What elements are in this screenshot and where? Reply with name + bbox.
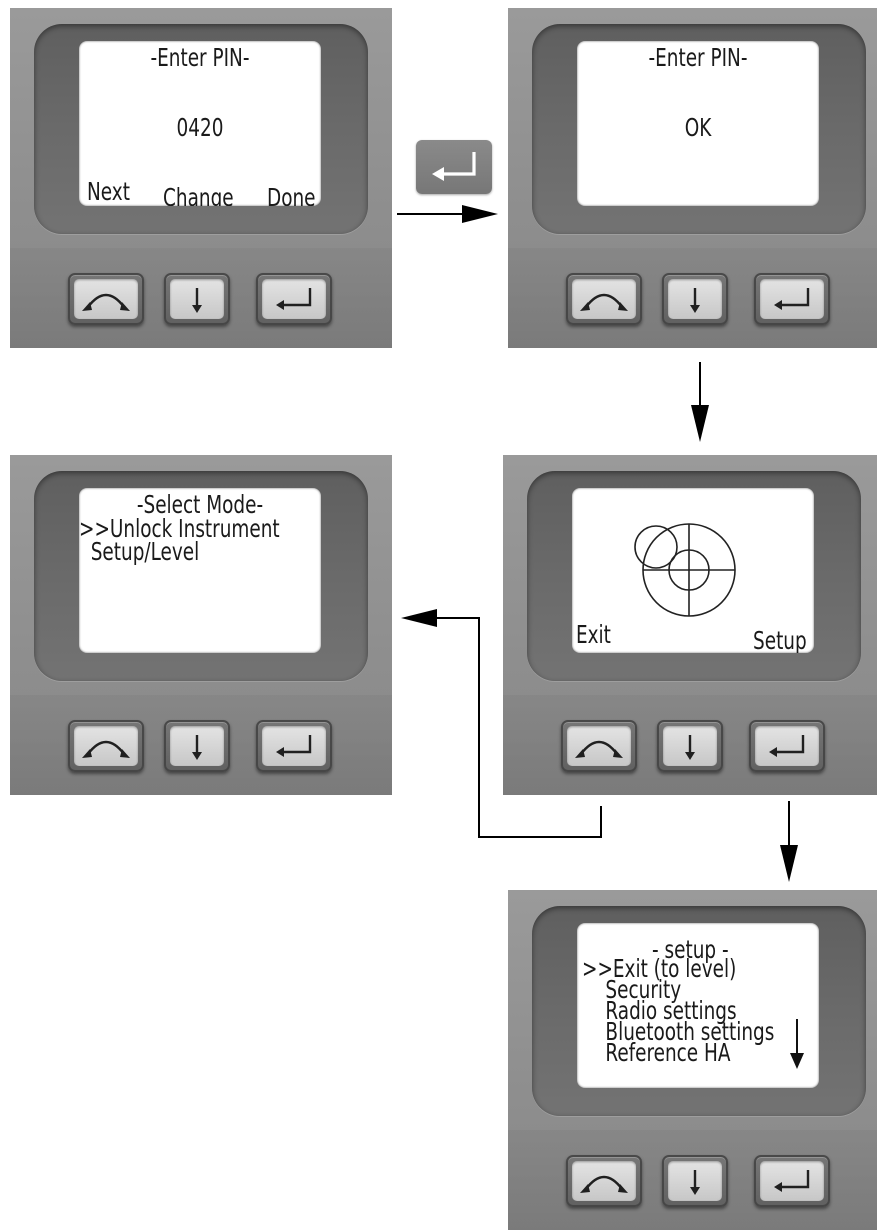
enter-arrow-icon: [774, 1170, 810, 1192]
device-panel-pin-ok: -Enter PIN- OK: [508, 8, 877, 348]
curved-arrow-button[interactable]: [566, 273, 642, 325]
device-panel-setup: - setup - >>Exit (to level) Security Rad…: [508, 890, 877, 1230]
display-screen: Exit Setup: [572, 488, 814, 653]
display-screen: - setup - >>Exit (to level) Security Rad…: [577, 923, 819, 1088]
enter-arrow-icon: [769, 735, 805, 757]
status-text: OK: [684, 113, 712, 142]
menu-item-bluetooth-settings[interactable]: Bluetooth settings: [582, 1017, 775, 1046]
softkey-label-change: Change: [163, 183, 234, 206]
device-panel-level: Exit Setup: [503, 455, 877, 795]
curved-arrow-icon: [580, 1175, 628, 1193]
menu-item-security[interactable]: Security: [582, 975, 682, 1004]
screen-title: -Select Mode-: [136, 490, 264, 519]
display-screen: -Enter PIN- 0420 Next Change Done: [79, 41, 321, 206]
curved-arrow-button[interactable]: [566, 1155, 642, 1207]
menu-item-radio-settings[interactable]: Radio settings: [582, 996, 737, 1025]
enter-arrow-button[interactable]: [749, 720, 825, 772]
down-arrow-button[interactable]: [662, 273, 728, 325]
down-arrow-button[interactable]: [657, 720, 723, 772]
enter-arrow-icon: [774, 288, 810, 310]
down-arrow-button[interactable]: [662, 1155, 728, 1207]
curved-arrow-icon: [580, 293, 628, 311]
down-arrow-icon: [690, 1170, 700, 1195]
device-panel-pin-entry: -Enter PIN- 0420 Next Change Done: [10, 8, 392, 348]
device-panel-select-mode: -Select Mode- >>Unlock Instrument Setup/…: [10, 455, 392, 795]
display-screen: -Select Mode- >>Unlock Instrument Setup/…: [79, 488, 321, 653]
softkey-label-done: Done: [267, 183, 316, 206]
curved-arrow-button[interactable]: [68, 273, 144, 325]
softkey-label-exit: Exit: [576, 620, 611, 649]
arrow-pin-to-ok: [397, 205, 498, 223]
down-arrow-button[interactable]: [164, 273, 230, 325]
display-screen: -Enter PIN- OK: [577, 41, 819, 206]
curved-arrow-icon: [82, 293, 130, 311]
enter-arrow-icon: [276, 288, 312, 310]
menu-item-setup-level[interactable]: Setup/Level: [79, 537, 200, 566]
enter-arrow-button[interactable]: [256, 720, 332, 772]
down-arrow-button[interactable]: [164, 720, 230, 772]
arrow-level-to-setup: [780, 801, 798, 882]
level-bubble-icon: [634, 523, 736, 617]
down-arrow-icon: [690, 288, 700, 313]
screen-title: -Enter PIN-: [648, 43, 748, 72]
softkey-label-setup: Setup: [753, 626, 807, 653]
scroll-down-arrow-icon: [790, 1019, 804, 1069]
softkey-label-next: Next: [87, 177, 130, 206]
enter-arrow-button[interactable]: [754, 273, 830, 325]
enter-arrow-icon: [432, 152, 476, 181]
down-arrow-icon: [685, 735, 695, 760]
down-arrow-icon: [192, 288, 202, 313]
menu-item-reference-ha[interactable]: Reference HA: [582, 1038, 731, 1067]
menu-item-exit-to-level[interactable]: >>Exit (to level): [582, 954, 737, 983]
menu-item-unlock-instrument[interactable]: >>Unlock Instrument: [79, 514, 280, 543]
enter-arrow-button[interactable]: [256, 273, 332, 325]
arrow-ok-to-level: [691, 362, 709, 442]
transition-enter-key: [416, 140, 492, 194]
curved-arrow-icon: [575, 740, 623, 758]
enter-arrow-icon: [276, 735, 312, 757]
pin-value: 0420: [176, 113, 224, 142]
curved-arrow-icon: [82, 740, 130, 758]
curved-arrow-button[interactable]: [561, 720, 637, 772]
screen-title: - setup -: [652, 935, 729, 964]
down-arrow-icon: [192, 735, 202, 760]
screen-title: -Enter PIN-: [150, 43, 250, 72]
curved-arrow-button[interactable]: [68, 720, 144, 772]
enter-arrow-button[interactable]: [754, 1155, 830, 1207]
